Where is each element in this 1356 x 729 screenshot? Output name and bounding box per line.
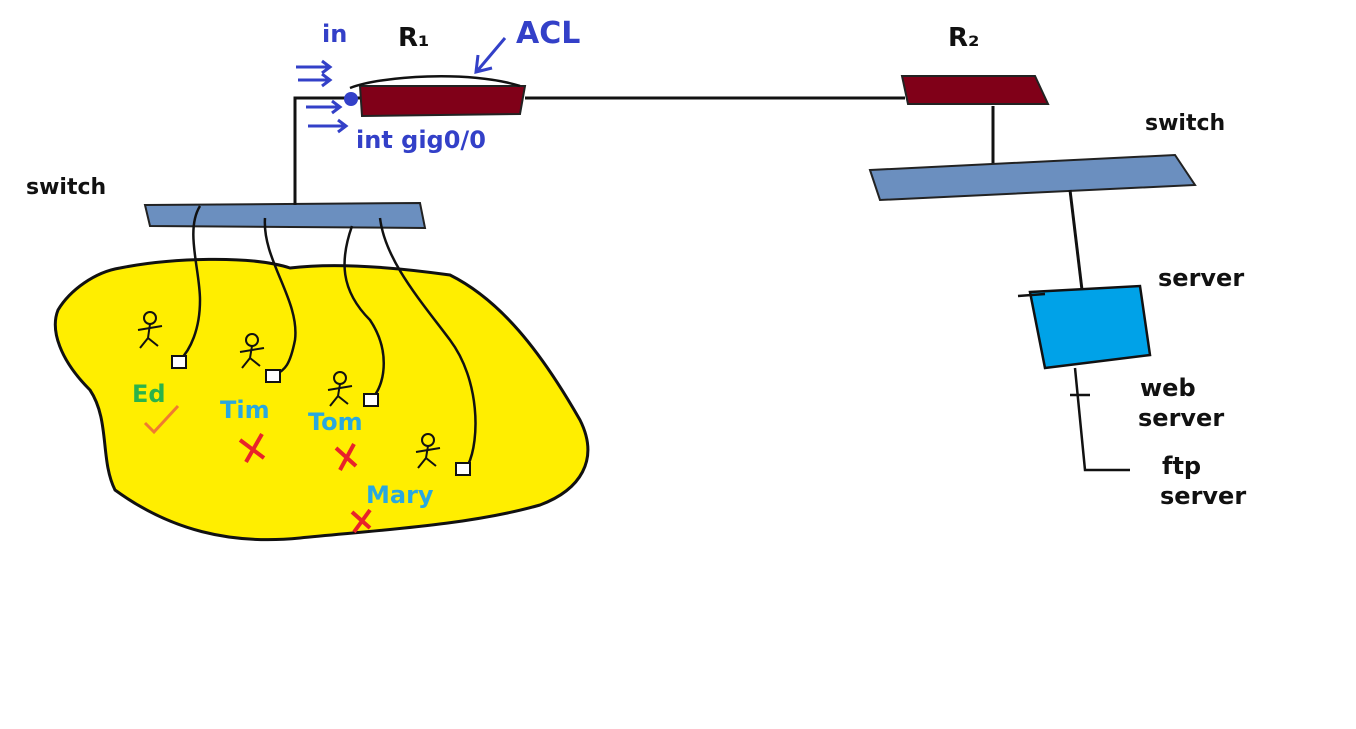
pc-ed bbox=[171, 355, 187, 369]
cable-ed bbox=[179, 205, 202, 361]
cable-mary bbox=[378, 217, 477, 466]
switch-right-label: switch bbox=[1145, 111, 1225, 136]
acl-highlight bbox=[349, 75, 521, 90]
deny-x-icon-mary bbox=[350, 508, 372, 534]
person-mary-icon bbox=[415, 433, 441, 469]
left-switch bbox=[143, 201, 427, 230]
server-label: server bbox=[1158, 264, 1244, 292]
pc-mary bbox=[455, 462, 471, 476]
person-ed-icon bbox=[137, 311, 163, 349]
interface-point bbox=[344, 92, 358, 106]
user-name-tim: Tim bbox=[220, 396, 270, 424]
server-branch bbox=[1070, 367, 1130, 472]
deny-x-icon-tom bbox=[334, 443, 358, 471]
switch-left-label: switch bbox=[26, 175, 106, 200]
person-tom-icon bbox=[327, 371, 353, 407]
server-top-line bbox=[1017, 292, 1046, 298]
inbound-arrows-icon bbox=[296, 59, 349, 134]
cable-tom bbox=[343, 225, 385, 396]
pc-tom bbox=[363, 393, 379, 407]
router-r2-label: R₂ bbox=[948, 23, 979, 53]
acl-pointer-arrow bbox=[474, 37, 507, 74]
deny-x-icon-tim bbox=[238, 433, 266, 463]
lan-area bbox=[53, 257, 590, 542]
user-name-ed: Ed bbox=[132, 380, 166, 408]
acl-label: ACL bbox=[516, 16, 580, 51]
router-r1 bbox=[358, 85, 527, 118]
direction-in-label: in bbox=[322, 20, 347, 48]
switch-to-r1-cable bbox=[293, 96, 365, 205]
user-name-tom: Tom bbox=[308, 408, 363, 436]
person-tim-icon bbox=[239, 333, 265, 369]
switch-server-cable bbox=[1068, 189, 1084, 291]
server-box bbox=[1028, 284, 1152, 370]
allow-check-icon bbox=[143, 404, 180, 435]
pc-tim bbox=[265, 369, 281, 383]
right-switch bbox=[868, 153, 1197, 202]
user-name-mary: Mary bbox=[366, 481, 434, 509]
interface-label: int gig0/0 bbox=[356, 126, 486, 154]
cable-tim bbox=[263, 217, 297, 377]
router-r2 bbox=[900, 75, 1050, 105]
router-r1-label: R₁ bbox=[398, 23, 429, 53]
